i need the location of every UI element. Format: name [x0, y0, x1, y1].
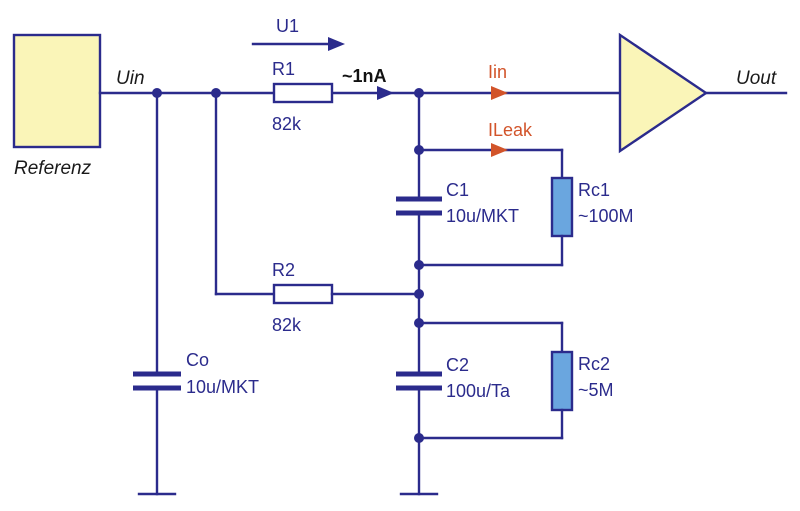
r1-value: 82k [272, 114, 302, 134]
junction-dot [414, 145, 424, 155]
uout-label: Uout [736, 68, 777, 89]
iin-arrowhead-icon [491, 86, 508, 100]
junction-dot [414, 433, 424, 443]
u1-label: U1 [276, 16, 299, 36]
u1-arrowhead-icon [328, 37, 345, 51]
ileak-label: ILeak [488, 120, 533, 140]
r1-name: R1 [272, 59, 295, 79]
junction-dot [414, 88, 424, 98]
junction-dot [414, 289, 424, 299]
reference-label: Referenz [14, 158, 92, 179]
r2-resistor [272, 283, 334, 305]
ileak-arrowhead-icon [491, 143, 508, 157]
current-arrowhead-icon [377, 86, 394, 100]
iin-label: Iin [488, 62, 507, 82]
junction-dot [414, 260, 424, 270]
c2-name: C2 [446, 355, 469, 375]
r2-value: 82k [272, 315, 302, 335]
c1-value: 10u/MKT [446, 206, 519, 226]
rc2-resistor [550, 350, 574, 412]
junction-dot [414, 318, 424, 328]
uin-label: Uin [116, 68, 145, 89]
rc1-resistor [550, 176, 574, 238]
co-name: Co [186, 350, 209, 370]
c2-value: 100u/Ta [446, 381, 511, 401]
amplifier-triangle [618, 32, 709, 154]
rc1-value: ~100M [578, 206, 634, 226]
reference-block [12, 33, 102, 149]
current-1na-label: ~1nA [342, 66, 387, 86]
rc2-name: Rc2 [578, 354, 610, 374]
r1-resistor [272, 82, 334, 104]
r2-name: R2 [272, 260, 295, 280]
rc2-value: ~5M [578, 380, 614, 400]
rc1-name: Rc1 [578, 180, 610, 200]
junction-dot [211, 88, 221, 98]
co-value: 10u/MKT [186, 377, 259, 397]
c1-name: C1 [446, 180, 469, 200]
junction-dot [152, 88, 162, 98]
